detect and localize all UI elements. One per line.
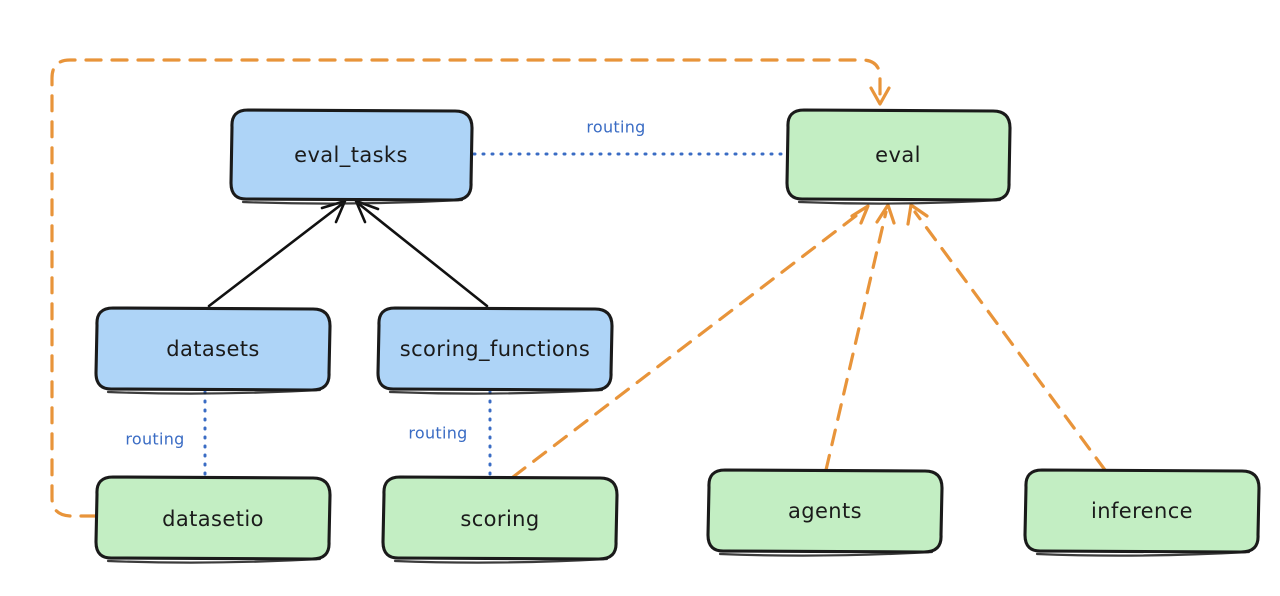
edge-scoring_functions-eval_tasks [354, 199, 489, 308]
node-label-eval_tasks: eval_tasks [294, 143, 408, 168]
node-inference[interactable]: inference [1023, 468, 1261, 557]
edge-scoring-eval [511, 204, 870, 479]
node-datasets[interactable]: datasets [94, 306, 332, 395]
node-agents[interactable]: agents [706, 468, 944, 557]
node-label-agents: agents [788, 499, 862, 523]
node-label-eval: eval [875, 143, 921, 167]
edge-inference-eval [906, 203, 1107, 472]
node-scoring_functions[interactable]: scoring_functions [376, 306, 614, 395]
node-label-scoring_functions: scoring_functions [400, 337, 590, 362]
node-label-datasets: datasets [166, 337, 260, 361]
node-layer: eval_tasks eval datasets scor [94, 108, 1261, 564]
edge-agents-eval [824, 203, 896, 472]
arrowhead-agents-eval [875, 203, 896, 225]
arrowhead-inference-eval [906, 203, 929, 226]
node-scoring[interactable]: scoring [381, 475, 619, 564]
node-datasetio[interactable]: datasetio [94, 475, 332, 564]
node-label-datasetio: datasetio [162, 507, 264, 531]
edge-label-routing-scoring: routing [408, 424, 467, 443]
edge-layer [50, 58, 1107, 518]
edge-label-routing-datasetio: routing [125, 430, 184, 449]
arrowhead-scoring-eval [850, 204, 870, 225]
arrowhead-datasetio-eval [869, 86, 891, 106]
edge-datasets-eval_tasks [207, 199, 347, 308]
edge-label-layer: routing routing routing [125, 118, 645, 449]
node-eval_tasks[interactable]: eval_tasks [229, 108, 474, 205]
node-eval[interactable]: eval [785, 108, 1012, 205]
node-label-scoring: scoring [460, 507, 539, 531]
edge-datasetio-eval [50, 58, 891, 518]
edge-label-routing-eval: routing [586, 118, 645, 137]
node-label-inference: inference [1091, 499, 1193, 523]
